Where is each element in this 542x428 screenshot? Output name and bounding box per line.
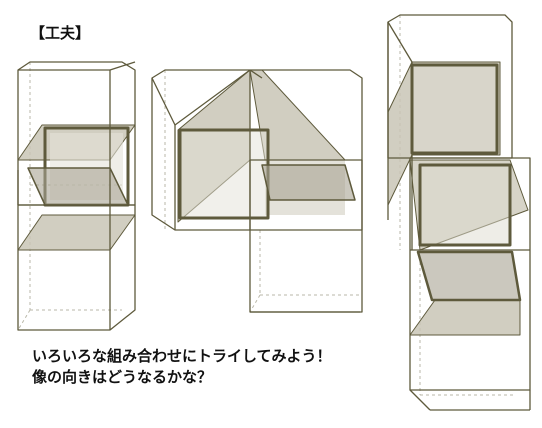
middle-mirror-frame: [261, 164, 356, 201]
caption-line-1: いろいろな組み合わせにトライしてみよう！: [32, 347, 332, 365]
caption-background: [30, 332, 400, 410]
middle-cube-group: [151, 69, 363, 313]
left-cube-stack: [17, 61, 136, 331]
right-mirror-frame: [416, 250, 522, 302]
caption-text: いろいろな組み合わせにトライしてみよう！ 像の向きはどうなるかな？: [32, 346, 332, 388]
caption-line-2: 像の向きはどうなるかな？: [32, 368, 213, 386]
section-heading: 【工夫】: [30, 24, 91, 42]
left-mirror-frame: [27, 167, 129, 206]
left-lower-mirror: [17, 214, 136, 251]
right-bottom-mirror: [409, 299, 521, 336]
right-cube-stack: [387, 14, 531, 411]
